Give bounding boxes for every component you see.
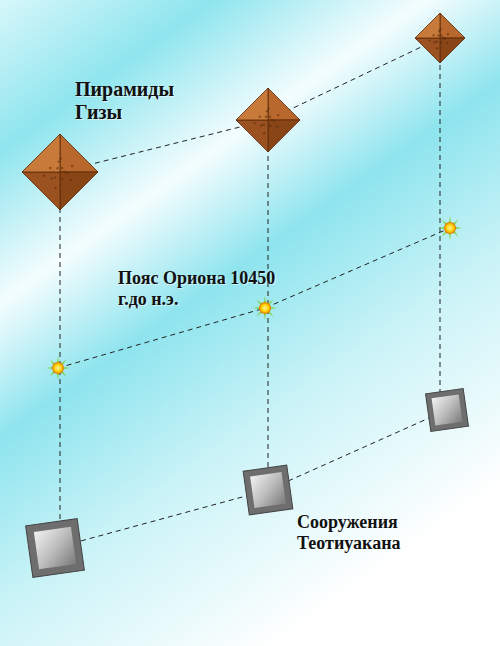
stone-texture xyxy=(263,132,265,134)
star xyxy=(253,296,277,320)
stone-texture xyxy=(61,178,63,180)
stone-texture xyxy=(266,110,268,112)
stone-texture xyxy=(436,47,438,49)
stone-texture xyxy=(265,116,267,118)
stone-texture xyxy=(438,30,440,32)
stone-texture xyxy=(271,119,273,121)
pyramid-face xyxy=(60,172,98,210)
stone-texture xyxy=(61,167,63,169)
stone-texture xyxy=(60,157,62,159)
group-label: Пирамиды Гизы xyxy=(75,78,210,124)
teotihuacan-structure xyxy=(243,465,293,515)
pyramid xyxy=(22,134,98,210)
stone-texture xyxy=(43,174,45,176)
pyramid-face xyxy=(236,88,268,120)
star xyxy=(46,356,70,380)
stone-texture xyxy=(428,39,430,41)
structure-base xyxy=(26,519,85,578)
pyramid-face xyxy=(415,13,440,38)
structure-base xyxy=(243,465,293,515)
pyramid-face xyxy=(268,88,300,120)
stone-texture xyxy=(444,38,446,40)
stone-texture xyxy=(440,41,442,43)
pyramid-line xyxy=(60,38,440,172)
stone-texture xyxy=(277,114,279,116)
stone-texture xyxy=(58,160,60,162)
stone-texture xyxy=(440,34,442,36)
stone-texture xyxy=(253,122,255,124)
pyramid-face xyxy=(22,172,60,210)
pyramid-face xyxy=(415,38,440,63)
stone-texture xyxy=(447,33,449,35)
star-core xyxy=(52,362,64,374)
group-label: Сооружения Теотиуакана xyxy=(297,512,447,553)
vertical-guide xyxy=(440,38,441,410)
stone-texture xyxy=(49,167,51,169)
stone-texture xyxy=(260,124,262,126)
structure-top xyxy=(432,395,463,426)
pyramid-face xyxy=(236,120,268,152)
stone-texture xyxy=(259,115,261,117)
star-core xyxy=(259,302,271,314)
stone-texture xyxy=(56,167,58,169)
stone-texture xyxy=(267,107,269,109)
stone-texture xyxy=(54,187,56,189)
pyramid-face xyxy=(268,120,300,152)
teotihuacan-structure xyxy=(26,519,85,578)
stone-texture xyxy=(66,172,68,174)
stone-texture xyxy=(70,179,72,181)
pyramid-face xyxy=(22,134,60,172)
guide-lines xyxy=(55,38,450,548)
star-rays xyxy=(46,356,70,380)
stone-texture xyxy=(263,124,265,126)
pyramid-face xyxy=(440,13,465,38)
group-label: Пояс Ориона 10450 г.до н.э. xyxy=(118,268,278,309)
stone-texture xyxy=(269,125,271,127)
stone-texture xyxy=(63,171,65,173)
stone-texture xyxy=(51,177,53,179)
star-core xyxy=(444,222,456,234)
stone-texture xyxy=(439,28,441,30)
orion-line xyxy=(58,228,450,368)
stone-texture xyxy=(273,120,275,122)
star-rays xyxy=(438,216,462,240)
teotihuacan-structure xyxy=(426,389,469,432)
star-rays xyxy=(253,296,277,320)
pyramid-face xyxy=(60,134,98,172)
structure-top xyxy=(250,472,286,508)
stone-texture xyxy=(276,125,278,127)
vertical-guide xyxy=(60,172,61,548)
stone-texture xyxy=(432,34,434,36)
monuments xyxy=(22,13,468,577)
stone-texture xyxy=(446,42,448,44)
pyramid xyxy=(236,88,300,152)
stone-texture xyxy=(71,165,73,167)
stone-texture xyxy=(433,41,435,43)
star xyxy=(438,216,462,240)
pyramid xyxy=(415,13,465,63)
stone-texture xyxy=(437,34,439,36)
structure-base xyxy=(426,389,469,432)
structure-top xyxy=(34,527,76,569)
stone-texture xyxy=(54,176,56,178)
stone-texture xyxy=(436,40,438,42)
stone-texture xyxy=(269,115,271,117)
pyramid-face xyxy=(440,38,465,63)
